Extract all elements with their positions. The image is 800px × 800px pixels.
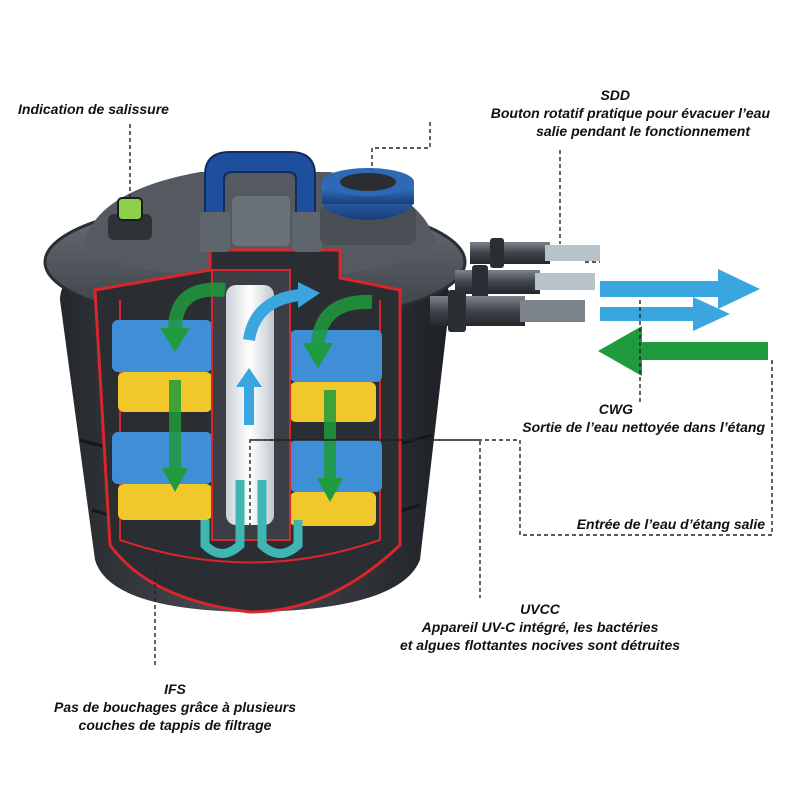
foam-blue-block: [112, 432, 212, 484]
ifs-title: IFS: [164, 681, 186, 697]
leader-line-inlet: [249, 360, 773, 536]
hose-connectors: [430, 238, 600, 332]
dirty-water-arrowhead: [162, 468, 188, 492]
outlet-arrow-clean: [600, 297, 730, 331]
handle-post: [200, 212, 230, 252]
label-cwg: CWG Sortie de l’eau nettoyée dans l’étan…: [440, 400, 765, 436]
hose-connector-bottom: [430, 290, 585, 332]
uvcc-line1: Appareil UV-C intégré, les bactéries: [421, 619, 659, 635]
u-pipe: [200, 480, 245, 558]
u-pipe: [257, 480, 303, 558]
label-ifs: IFS Pas de bouchages grâce à plusieurs c…: [20, 680, 330, 734]
ifs-line2: couches de tappis de filtrage: [78, 717, 272, 733]
sdd-title: SDD: [600, 87, 630, 103]
leader-lines: [129, 122, 773, 668]
dirt-indicator-text: Indication de salissure: [18, 101, 169, 117]
dirty-water-arrow: [168, 282, 226, 331]
inlet-arrow-dirty: [598, 326, 768, 376]
dirt-indicator-window: [117, 197, 143, 221]
outlet-arrow-clean: [600, 269, 760, 309]
clean-water-arrowhead: [236, 368, 262, 387]
foam-yellow-block: [118, 372, 212, 412]
handle-center-block: [232, 196, 290, 246]
clean-water-arrowhead: [298, 282, 320, 308]
clean-water-arrow: [243, 289, 301, 342]
label-inlet: Entrée de l’eau d’étang salie: [500, 515, 765, 533]
foam-yellow-block: [290, 492, 376, 526]
sdd-line1: Bouton rotatif pratique pour évacuer l’e…: [490, 105, 770, 121]
inner-floor: [119, 539, 381, 564]
foam-yellow-block: [118, 484, 212, 520]
dirty-water-arrowhead: [317, 478, 343, 502]
external-flow-arrows: [598, 269, 768, 376]
uvcc-title: UVCC: [520, 601, 560, 617]
dirty-water-arrows: [160, 282, 373, 502]
hose-connector-top: [470, 238, 600, 268]
uvcc-line2: et algues flottantes nocives sont détrui…: [399, 637, 681, 653]
ifs-line1: Pas de bouchages grâce à plusieurs: [54, 699, 296, 715]
dirty-water-arrow: [311, 294, 373, 346]
dirt-indicator-base: [108, 214, 152, 240]
label-uvcc: UVCC Appareil UV-C intégré, les bactérie…: [360, 600, 720, 654]
dirty-water-arrowhead: [303, 343, 333, 368]
sdd-line2: salie pendant le fonctionnement: [536, 123, 750, 139]
hose-connector-middle: [455, 265, 595, 299]
cutaway-interior: [93, 248, 402, 614]
inlet-text: Entrée de l’eau d’étang salie: [576, 516, 765, 532]
handle-post: [292, 212, 322, 252]
label-dirt-indicator: Indication de salissure: [18, 100, 169, 118]
foam-blue-block: [290, 330, 382, 382]
lid-features: [108, 151, 416, 252]
label-sdd: SDD Bouton rotatif pratique pour évacuer…: [440, 86, 770, 140]
cwg-line1: Sortie de l’eau nettoyée dans l’étang: [522, 419, 765, 435]
clean-water-arrows: [236, 282, 320, 425]
dirty-water-arrowhead: [160, 328, 190, 352]
cwg-title: CWG: [598, 401, 633, 417]
leader-line-sdd: [371, 122, 431, 170]
foam-blue-block: [112, 320, 212, 372]
sdd-knob-cap: [340, 173, 396, 191]
clean-water-arrow: [244, 385, 254, 425]
